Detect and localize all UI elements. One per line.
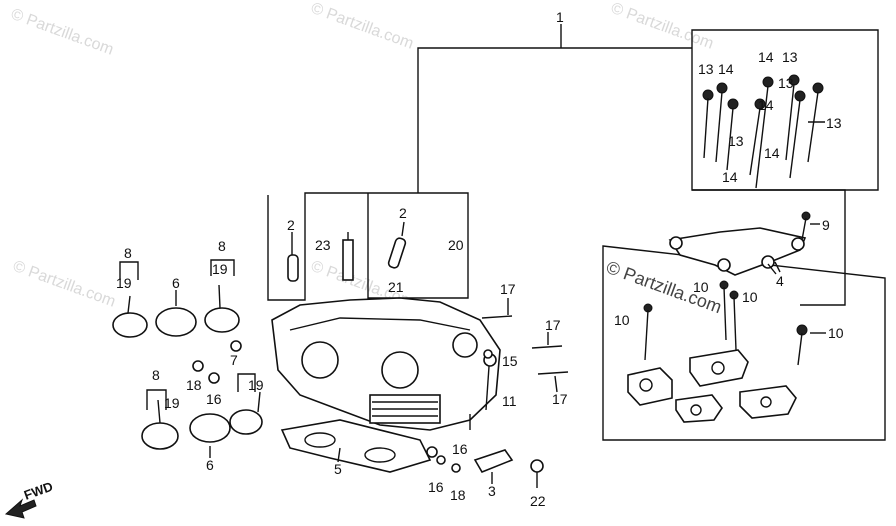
bolt — [715, 82, 728, 163]
callout-label: 1 — [556, 9, 564, 25]
callout-label: 10 — [828, 325, 844, 341]
head-gasket — [280, 419, 432, 473]
camshaft-caps — [627, 349, 797, 423]
fwd-label: FWD — [22, 479, 55, 503]
callout-label: 19 — [116, 275, 132, 291]
callout-label: 4 — [776, 273, 784, 289]
callout-label: 7 — [230, 352, 238, 368]
pins-17 — [481, 298, 569, 393]
callout-label: 2 — [399, 205, 407, 221]
small-fasteners — [192, 340, 544, 488]
group-bracket-1 — [267, 24, 886, 441]
bolts-10 — [643, 280, 826, 366]
dowel-pins — [287, 221, 407, 282]
callout-label: 22 — [530, 493, 546, 509]
cylinder-head — [271, 297, 501, 431]
bolt — [726, 98, 739, 171]
watermark-top-left: © Partzilla.com — [9, 6, 116, 59]
leader-lines — [175, 263, 777, 484]
callout-label: 19 — [248, 377, 264, 393]
callout-label: 21 — [388, 279, 404, 295]
watermark-mid-left: © Partzilla.com — [11, 258, 118, 311]
callout-label: 5 — [334, 461, 342, 477]
callout-label: 10 — [614, 312, 630, 328]
bolt — [785, 74, 800, 161]
callout-label: 13 — [782, 49, 798, 65]
bolt — [749, 98, 766, 176]
callout-label: 13 — [778, 75, 794, 91]
callout-label: 11 — [502, 393, 517, 409]
callout-label: 13 — [826, 115, 842, 131]
callout-label: 14 — [722, 169, 738, 185]
fwd-indicator: FWD — [4, 479, 55, 519]
intake-insulators — [112, 284, 263, 450]
callout-label: 8 — [124, 245, 132, 261]
bolt — [702, 89, 714, 159]
callout-label: 17 — [545, 317, 561, 333]
callout-label: 19 — [164, 395, 180, 411]
callout-label: 18 — [186, 377, 202, 393]
bolt-9 — [801, 211, 820, 241]
watermark-top-center: © Partzilla.com — [309, 0, 416, 53]
rocker-holder — [668, 227, 807, 276]
callout-label: 14 — [718, 61, 734, 77]
bolt — [789, 90, 806, 179]
callout-label: 10 — [693, 279, 709, 295]
callout-label: 13 — [728, 133, 744, 149]
bolt — [643, 303, 653, 361]
callout-label: 10 — [742, 289, 758, 305]
callout-label: 15 — [502, 353, 518, 369]
watermark-top-right: © Partzilla.com — [609, 0, 716, 53]
callout-label: 16 — [206, 391, 222, 407]
spark-plug — [342, 232, 354, 281]
bracket-8 — [119, 259, 256, 410]
callout-label: 6 — [206, 457, 214, 473]
callout-label: 13 — [698, 61, 714, 77]
callout-label: 14 — [758, 49, 774, 65]
bolt — [796, 324, 808, 366]
callout-label: 3 — [488, 483, 496, 499]
callout-label: 9 — [822, 217, 830, 233]
callout-label: 20 — [448, 237, 464, 253]
callout-labels: 1 2 2 3 4 5 6 6 7 8 8 8 9 10 10 10 10 11… — [116, 9, 844, 509]
callout-label: 17 — [500, 281, 516, 297]
fwd-arrow-icon — [4, 498, 37, 519]
callout-label: 19 — [212, 261, 228, 277]
callout-label: 14 — [758, 97, 774, 113]
bolt — [755, 76, 774, 189]
callout-label: 23 — [315, 237, 331, 253]
callout-label: 2 — [287, 217, 295, 233]
callout-label: 17 — [552, 391, 568, 407]
callout-label: 14 — [764, 145, 780, 161]
bolt — [719, 280, 729, 341]
callout-label: 16 — [428, 479, 444, 495]
callout-label: 6 — [172, 275, 180, 291]
callout-label: 16 — [452, 441, 468, 457]
callout-label: 8 — [152, 367, 160, 383]
bolt — [729, 290, 739, 351]
bolt — [807, 82, 824, 163]
head-bolts — [702, 74, 825, 189]
callout-label: 18 — [450, 487, 466, 503]
callout-label: 8 — [218, 238, 226, 254]
